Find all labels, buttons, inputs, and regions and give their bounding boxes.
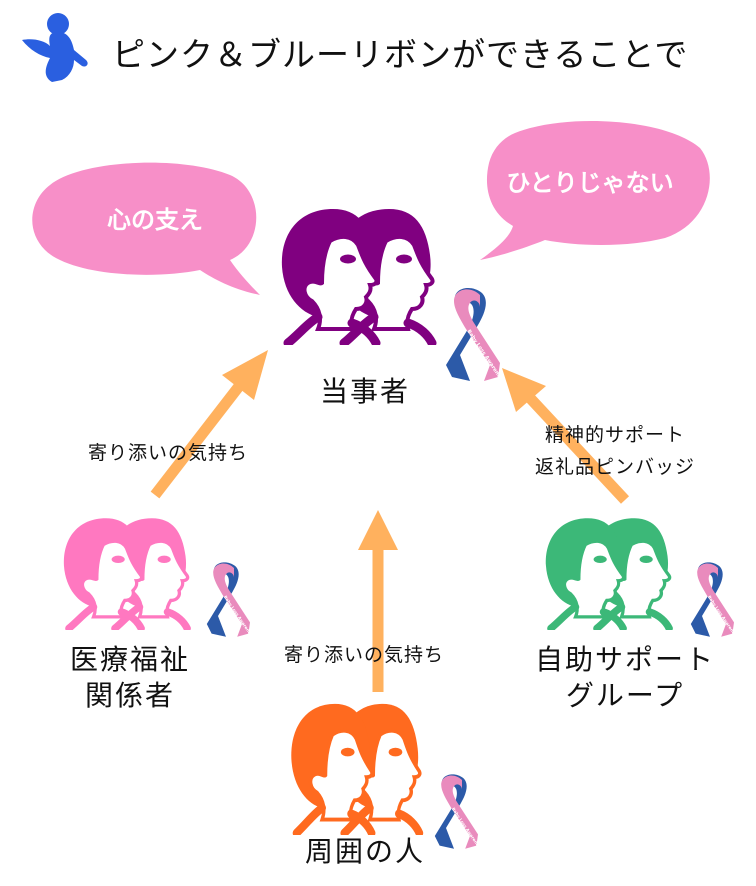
speech-bubble-right <box>480 121 710 260</box>
node-label-support-line2: グループ <box>565 679 685 712</box>
ribbon-icon-surrounding: Baby Loss Awareness <box>434 774 483 852</box>
person-icon-surrounding <box>288 700 433 835</box>
node-label-support: 自助サポート グループ <box>520 642 730 714</box>
arrow-center <box>358 510 398 692</box>
person-icon-support <box>540 515 685 630</box>
caption-left-arrow: 寄り添いの気持ち <box>88 442 249 464</box>
arrow-left <box>150 350 268 499</box>
ribbon-text-center: Baby Loss Awareness <box>465 329 505 385</box>
bubble-text-right: ひとりじゃない <box>506 169 674 197</box>
node-label-center: 当事者 <box>319 375 410 408</box>
ribbon-icon-support: Baby Loss Awareness <box>690 562 739 640</box>
ribbon-icon-medical: Baby Loss Awareness <box>206 562 255 640</box>
person-icon-center <box>278 205 448 345</box>
node-label-surrounding: 周囲の人 <box>304 835 425 868</box>
caption-right-arrow-line2: 返礼品ピンバッジ <box>535 456 696 478</box>
node-label-medical-line1: 医療福祉 <box>69 643 190 676</box>
page-title: ピンク＆ブルーリボンができることで <box>112 35 689 74</box>
angel-icon <box>22 13 88 82</box>
caption-right-arrow-line1: 精神的サポート <box>545 424 686 446</box>
node-label-medical: 医療福祉 関係者 <box>40 642 220 714</box>
ribbon-icon-center: Baby Loss Awareness <box>446 288 506 384</box>
node-label-medical-line2: 関係者 <box>84 679 175 712</box>
speech-bubble-left <box>32 162 261 295</box>
person-icon-medical <box>58 515 203 630</box>
node-label-support-line1: 自助サポート <box>534 643 715 676</box>
caption-center-arrow: 寄り添いの気持ち <box>284 644 445 666</box>
arrow-right <box>502 368 630 504</box>
bubble-text-left: 心の支え <box>107 206 203 234</box>
